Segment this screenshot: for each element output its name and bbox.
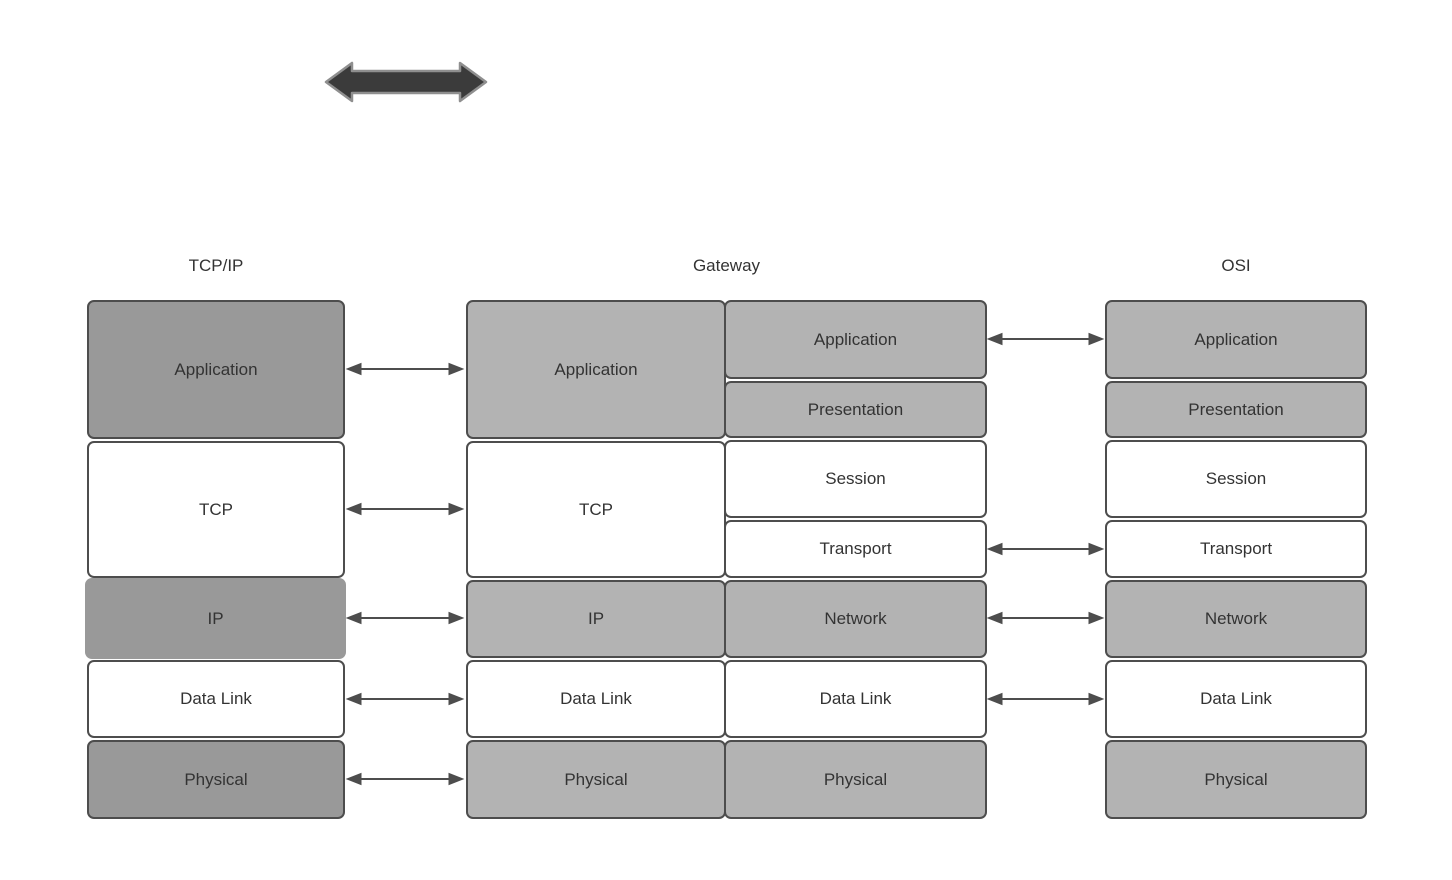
header-gateway: Gateway [692,256,761,275]
layer-label: IP [587,609,605,628]
double-arrow-connector-osi-application [986,332,1105,346]
osi-layer-network: Network [1105,580,1367,658]
gateway-left-layer-ip: IP [466,580,726,658]
double-arrow-connector-tcpip-datalink [345,692,465,706]
double-arrow-connector-tcpip-ip [345,611,465,625]
layer-label: Network [824,609,887,628]
gateway-right-layer-transport: Transport [724,520,987,578]
layer-label: Physical [184,769,248,789]
double-arrow-connector-tcpip-physical [345,772,465,786]
layer-label: Application [1194,329,1278,349]
tcpip-layer-ip: IP [85,578,346,659]
double-arrow-connector-osi-transport [986,542,1105,556]
layer-label: Presentation [1188,399,1284,419]
layer-label: Data Link [1200,689,1272,708]
osi-layer-session: Session [1105,440,1367,518]
layer-label: Data Link [180,689,252,708]
tcpip-layer-datalink: Data Link [87,660,345,738]
gateway-right-layer-application: Application [724,300,987,379]
gateway-left-layer-application: Application [466,300,726,439]
layer-label: Application [554,359,638,379]
gateway-left-layer-tcp: TCP [466,441,726,578]
osi-layer-physical: Physical [1105,740,1367,819]
layer-label: TCP [579,499,613,519]
layer-label: Data Link [819,689,892,708]
tcpip-layer-tcp: TCP [87,441,345,578]
layer-label: Session [1205,469,1267,488]
layer-label: IP [207,608,224,628]
osi-layer-application: Application [1105,300,1367,379]
gateway-right-layer-presentation: Presentation [724,381,987,438]
double-arrow-connector-tcpip-application [345,362,465,376]
double-arrow-connector-osi-network [986,611,1105,625]
tcpip-layer-application: Application [87,300,345,439]
layer-label: Physical [564,769,628,789]
double-arrow-connector-tcpip-tcp [345,502,465,516]
tcpip-layer-physical: Physical [87,740,345,819]
double-arrow-connector-osi-datalink [986,692,1105,706]
layer-label: Presentation [807,399,904,419]
layer-label: Session [825,469,886,488]
osi-layer-datalink: Data Link [1105,660,1367,738]
osi-layer-presentation: Presentation [1105,381,1367,438]
layer-label: Network [1204,609,1268,628]
layer-label: Physical [1204,769,1268,789]
gateway-left-layer-physical: Physical [466,740,726,819]
layer-label: Transport [1199,539,1273,558]
layer-label: Application [813,329,898,349]
gateway-right-layer-datalink: Data Link [724,660,987,738]
gateway-left-layer-datalink: Data Link [466,660,726,738]
layer-label: TCP [199,499,233,519]
gateway-right-layer-network: Network [724,580,987,658]
gateway-right-layer-physical: Physical [724,740,987,819]
header-tcpip: TCP/IP [188,256,244,275]
header-osi: OSI [1221,256,1251,275]
gateway-right-layer-session: Session [724,440,987,518]
layer-label: Transport [819,539,892,558]
osi-layer-transport: Transport [1105,520,1367,578]
layer-label: Application [174,359,258,379]
layer-label: Physical [823,769,888,789]
layer-label: Data Link [560,689,632,708]
thick-double-arrow-icon [324,61,488,103]
